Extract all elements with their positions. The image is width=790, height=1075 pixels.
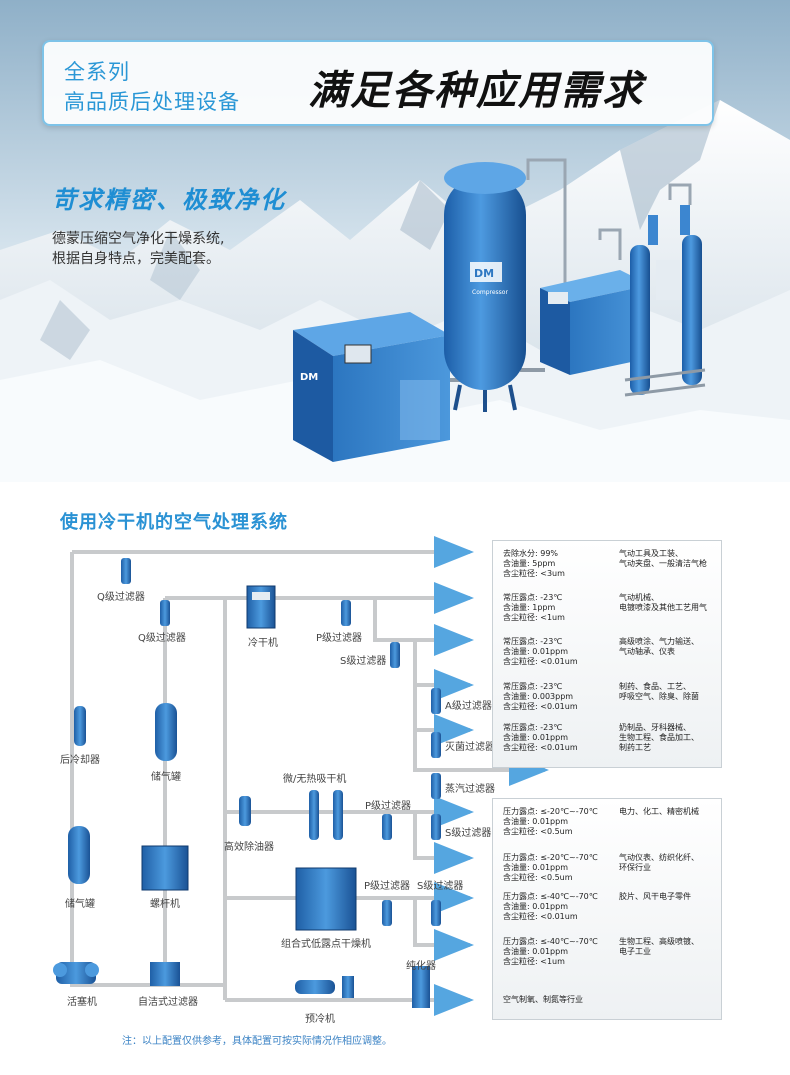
s-filter-3-icon <box>431 900 441 926</box>
label-p-filter-2: P级过滤器 <box>365 801 412 812</box>
nitrogen-generator-icon <box>412 966 430 1008</box>
a-filter-icon <box>431 688 441 714</box>
label-piston-compressor: 活塞机 <box>67 997 97 1008</box>
label-precooler: 预冷机 <box>305 1014 335 1025</box>
label-nitrogen-generator: 纯化器 <box>406 961 436 972</box>
label-q-filter-2: Q级过滤器 <box>138 633 186 644</box>
label-air-tank-2: 储气罐 <box>65 899 95 910</box>
label-air-tank-1: 储气罐 <box>151 772 181 783</box>
sterile-filter-icon <box>431 732 441 758</box>
combined-dryer-icon <box>295 867 357 931</box>
screw-compressor-icon <box>141 845 189 891</box>
p-filter-2-icon <box>382 814 392 840</box>
precooler-icon <box>295 980 335 994</box>
q-filter-2-icon <box>160 600 170 626</box>
aftercooler-icon <box>74 706 86 746</box>
svg-text:DM: DM <box>474 267 494 280</box>
auto-clean-filter-icon <box>150 962 180 986</box>
label-sterile-filter: 灭菌过滤器 <box>445 742 495 753</box>
steam-filter-icon <box>431 773 441 799</box>
hero-desc-line-1: 德蒙压缩空气净化干燥系统, <box>52 231 225 247</box>
heatless-dryer-tower-1 <box>309 790 319 840</box>
banner-line-2: 高品质后处理设备 <box>64 90 240 114</box>
label-screw-compressor: 螺杆机 <box>150 899 180 910</box>
oil-remover-icon <box>239 796 251 826</box>
diagram-title: 使用冷干机的空气处理系统 <box>60 512 288 533</box>
svg-text:Compressor: Compressor <box>472 289 508 296</box>
label-p-filter-1: P级过滤器 <box>316 633 363 644</box>
equipment-icons <box>53 558 441 1008</box>
label-steam-filter: 蒸汽过滤器 <box>445 784 495 795</box>
label-heatless-dryer: 微/无热吸干机 <box>283 774 347 785</box>
label-a-filter: A级过滤器 <box>445 701 492 712</box>
pipe-network <box>70 536 549 1016</box>
s-filter-1-icon <box>390 642 400 668</box>
compressor-top <box>293 312 450 356</box>
hero-desc-line-2: 根据自身特点，完美配套。 <box>52 251 220 267</box>
p-filter-1-icon <box>341 600 351 626</box>
hero-subtitle: 苛求精密、极致净化 <box>52 186 286 214</box>
spec-row: 空气制氧、制氮等行业 <box>503 995 583 1004</box>
label-combined-dryer: 组合式低露点干燥机 <box>281 939 371 950</box>
label-refrigerated-dryer: 冷干机 <box>248 638 278 649</box>
label-q-filter-1: Q级过滤器 <box>97 592 145 603</box>
p-filter-3-icon <box>382 900 392 926</box>
banner-line-1: 全系列 <box>64 60 130 84</box>
label-auto-clean-filter: 自洁式过滤器 <box>138 997 198 1008</box>
label-aftercooler: 后冷却器 <box>60 755 100 766</box>
hero-section: DM DM Compressor 全系列 高品质后处理设备 满足各种应用需求 苛… <box>0 0 790 482</box>
footnote: 注：以上配置仅供参考，具体配置可按实际情况作相应调整。 <box>122 1036 392 1047</box>
svg-text:DM: DM <box>300 372 318 383</box>
q-filter-1-icon <box>121 558 131 584</box>
air-tank-1-icon <box>155 703 177 761</box>
air-tank-2-icon <box>68 826 90 884</box>
label-s-filter-3: S级过滤器 <box>417 881 464 892</box>
label-oil-remover: 高效除油器 <box>224 842 274 853</box>
label-p-filter-3: P级过滤器 <box>364 881 411 892</box>
s-filter-2-icon <box>431 814 441 840</box>
headline-banner: 全系列 高品质后处理设备 满足各种应用需求 <box>42 40 714 126</box>
heatless-dryer-tower-2 <box>333 790 343 840</box>
label-s-filter-1: S级过滤器 <box>340 656 387 667</box>
label-s-filter-2: S级过滤器 <box>445 828 492 839</box>
banner-main-title: 满足各种应用需求 <box>308 68 644 114</box>
